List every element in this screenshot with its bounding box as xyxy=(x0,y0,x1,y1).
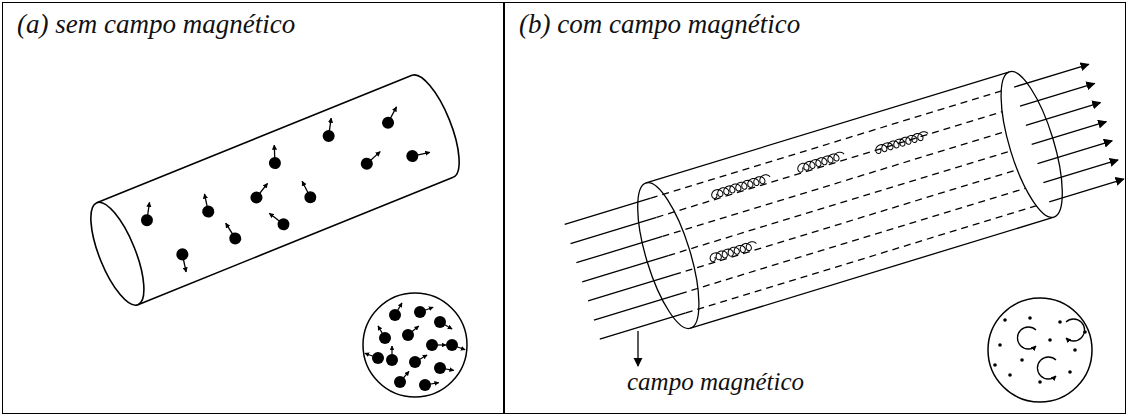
panel-title: (a) sem campo magnético xyxy=(13,9,299,40)
panel: (b) com campo magnético xyxy=(504,2,1126,414)
leader-line xyxy=(637,331,638,366)
tube-a xyxy=(80,69,470,312)
inset-b xyxy=(988,298,1092,402)
panel-title: (b) com campo magnético xyxy=(515,9,804,40)
inset-a xyxy=(363,293,467,397)
panel: (a) sem campo magnético xyxy=(2,2,504,414)
field-label: campo magnético xyxy=(624,368,807,396)
